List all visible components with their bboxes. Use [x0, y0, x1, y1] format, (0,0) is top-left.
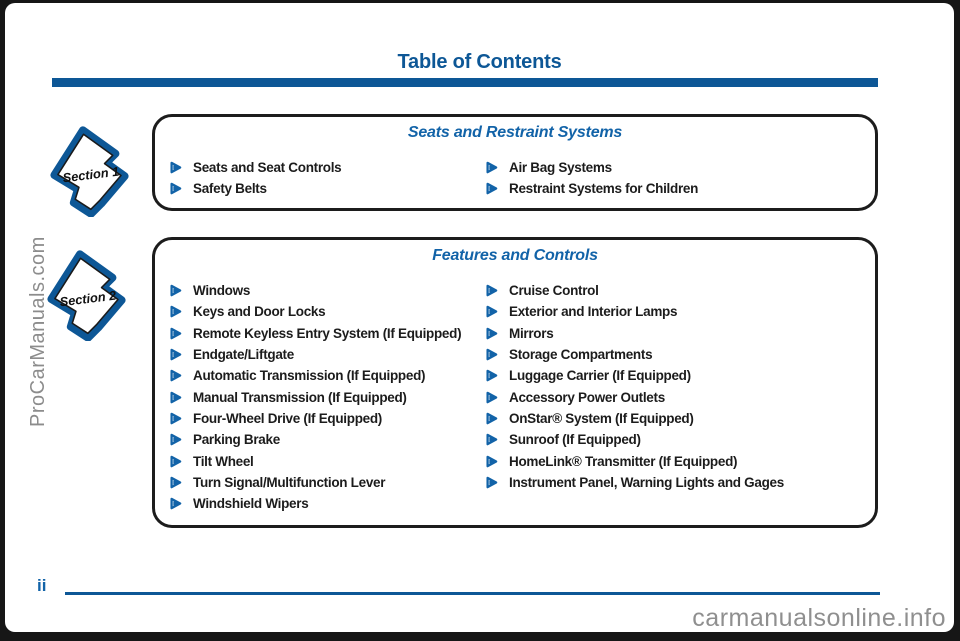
play-triangle-icon — [169, 348, 182, 361]
section-2-badge-label: Section 2 — [59, 288, 117, 310]
toc-entry: Manual Transmission (If Equipped) — [169, 386, 479, 407]
play-triangle-icon — [485, 412, 498, 425]
toc-entry-label: Storage Compartments — [509, 347, 653, 363]
toc-entry-label: Parking Brake — [193, 432, 280, 448]
section-2-column-right: Cruise Control Exterior and Interior Lam… — [485, 280, 865, 493]
play-triangle-icon — [169, 497, 182, 510]
toc-entry: Storage Compartments — [485, 344, 865, 365]
page-title: Table of Contents — [397, 51, 562, 73]
play-triangle-icon — [485, 305, 498, 318]
play-triangle-icon — [169, 161, 182, 174]
toc-entry-label: Turn Signal/Multifunction Lever — [193, 474, 386, 490]
play-triangle-icon — [485, 433, 498, 446]
toc-entry-label: Windshield Wipers — [193, 496, 309, 512]
play-triangle-icon — [169, 369, 182, 382]
play-triangle-icon — [485, 161, 498, 174]
toc-entry-label: OnStar® System (If Equipped) — [509, 410, 694, 426]
toc-entry: Windows — [169, 280, 479, 301]
toc-entry: Safety Belts — [169, 178, 479, 199]
toc-entry: Exterior and Interior Lamps — [485, 301, 865, 322]
toc-entry: Sunroof (If Equipped) — [485, 429, 865, 450]
toc-entry-label: Luggage Carrier (If Equipped) — [509, 368, 691, 384]
toc-entry: Turn Signal/Multifunction Lever — [169, 472, 479, 493]
toc-entry-label: Instrument Panel, Warning Lights and Gag… — [509, 474, 784, 490]
play-triangle-icon — [169, 412, 182, 425]
badge-inner-outline — [57, 133, 122, 211]
section-1-heading: Seats and Restraint Systems — [407, 124, 623, 141]
toc-entry-label: Keys and Door Locks — [193, 304, 326, 320]
toc-entry: Tilt Wheel — [169, 450, 479, 471]
section-2-arrow-badge: Section 2 — [47, 250, 126, 341]
toc-entry-label: Cruise Control — [509, 283, 599, 299]
play-triangle-icon — [485, 476, 498, 489]
section-1-badge-label: Section 1 — [62, 164, 120, 186]
toc-entry-label: Endgate/Liftgate — [193, 347, 294, 363]
play-triangle-icon — [485, 182, 498, 195]
play-triangle-icon — [169, 476, 182, 489]
play-triangle-icon — [169, 433, 182, 446]
toc-entry: OnStar® System (If Equipped) — [485, 408, 865, 429]
toc-entry: Luggage Carrier (If Equipped) — [485, 365, 865, 386]
toc-entry-label: Remote Keyless Entry System (If Equipped… — [193, 325, 462, 341]
play-triangle-icon — [485, 327, 498, 340]
toc-entry-label: Mirrors — [509, 325, 554, 341]
section-2-box: Features and Controls Windows — [152, 237, 878, 528]
footer-rule — [65, 592, 880, 595]
toc-entry: Air Bag Systems — [485, 157, 865, 178]
play-triangle-icon — [485, 391, 498, 404]
toc-entry-label: Sunroof (If Equipped) — [509, 432, 641, 448]
play-triangle-icon — [169, 305, 182, 318]
toc-entry-label: Seats and Seat Controls — [193, 160, 342, 176]
toc-entry: Automatic Transmission (If Equipped) — [169, 365, 479, 386]
page-number: ii — [37, 576, 47, 595]
toc-entry: Restraint Systems for Children — [485, 178, 865, 199]
toc-entry-label: Accessory Power Outlets — [509, 389, 665, 405]
play-triangle-icon — [485, 455, 498, 468]
section-1-box: Seats and Restraint Systems Seats and Se… — [152, 114, 878, 211]
toc-entry: Remote Keyless Entry System (If Equipped… — [169, 323, 479, 344]
play-triangle-icon — [169, 182, 182, 195]
toc-entry: HomeLink® Transmitter (If Equipped) — [485, 450, 865, 471]
title-rule — [52, 78, 878, 87]
toc-entry: Instrument Panel, Warning Lights and Gag… — [485, 472, 865, 493]
manual-page: Table of Contents Section 1 Section 2 Se… — [5, 3, 954, 632]
toc-entry-label: Safety Belts — [193, 181, 267, 197]
toc-entry-label: Four-Wheel Drive (If Equipped) — [193, 410, 382, 426]
toc-entry: Four-Wheel Drive (If Equipped) — [169, 408, 479, 429]
play-triangle-icon — [485, 284, 498, 297]
play-triangle-icon — [169, 455, 182, 468]
toc-entry-label: HomeLink® Transmitter (If Equipped) — [509, 453, 738, 469]
play-triangle-icon — [169, 284, 182, 297]
play-triangle-icon — [169, 391, 182, 404]
toc-entry: Windshield Wipers — [169, 493, 479, 514]
toc-entry: Endgate/Liftgate — [169, 344, 479, 365]
toc-entry-label: Restraint Systems for Children — [509, 181, 699, 197]
play-triangle-icon — [485, 369, 498, 382]
badge-inner-outline — [54, 257, 119, 335]
toc-entry-label: Manual Transmission (If Equipped) — [193, 389, 407, 405]
toc-entry: Accessory Power Outlets — [485, 386, 865, 407]
carmanualsonline-watermark[interactable]: carmanualsonline.info — [692, 604, 946, 632]
toc-entry-label: Windows — [193, 283, 251, 299]
section-1-column-left: Seats and Seat Controls Safety Belts — [169, 157, 479, 200]
play-triangle-icon — [485, 348, 498, 361]
toc-entry: Keys and Door Locks — [169, 301, 479, 322]
section-2-heading: Features and Controls — [432, 247, 598, 264]
toc-entry: Parking Brake — [169, 429, 479, 450]
section-2-column-left: Windows Keys and Door Locks — [169, 280, 479, 514]
toc-entry-label: Air Bag Systems — [509, 160, 612, 176]
play-triangle-icon — [169, 327, 182, 340]
toc-entry-label: Automatic Transmission (If Equipped) — [193, 368, 426, 384]
toc-entry-label: Tilt Wheel — [193, 453, 254, 469]
toc-entry: Seats and Seat Controls — [169, 157, 479, 178]
toc-entry-label: Exterior and Interior Lamps — [509, 304, 678, 320]
toc-entry: Cruise Control — [485, 280, 865, 301]
section-1-arrow-badge: Section 1 — [50, 126, 129, 217]
section-1-column-right: Air Bag Systems Restraint Systems for Ch… — [485, 157, 865, 200]
toc-entry: Mirrors — [485, 323, 865, 344]
